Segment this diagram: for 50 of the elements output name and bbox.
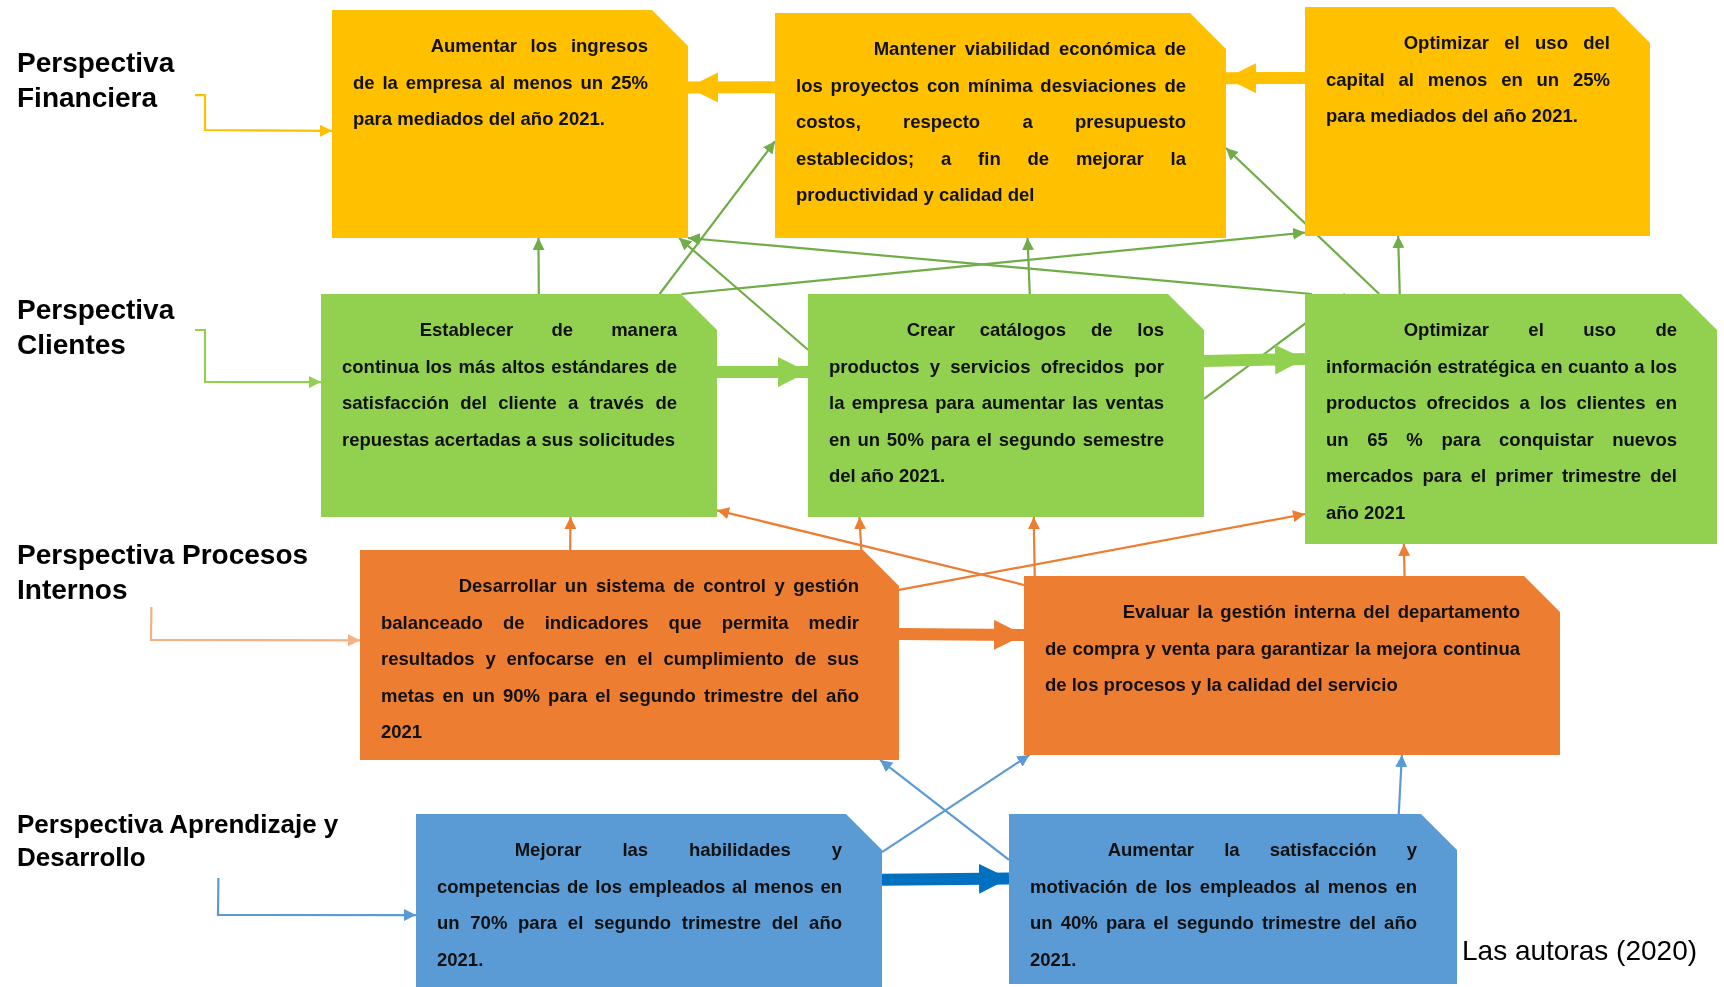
objective-text: Optimizar el uso de información estratégica en cuanto a los productos ofrecidos a los clientes en un 65 % para conquistar nuevos mercados para el primer trimestre del año 2021: [1326, 318, 1677, 525]
arrow: [879, 759, 1010, 861]
objective-text: Aumentar la satisfacción y motivación de los empleados al menos en un 40% para el segundo trimestre del año 2021.: [1030, 838, 1417, 972]
objective-card: [1024, 576, 1560, 755]
block-arrow: [1203, 344, 1306, 375]
objective-text: Establecer de manera continua los más altos estándares de satisfacción del cliente a través de repuestas acertadas a sus solicitudes: [342, 318, 677, 452]
objective-card: [332, 10, 688, 238]
arrow: [1225, 147, 1380, 295]
objective-card: [416, 814, 882, 987]
arrow: [1398, 543, 1411, 577]
arrow: [1027, 517, 1040, 576]
block-arrow: [898, 619, 1025, 650]
arrow: [195, 328, 321, 389]
block-arrow: [687, 72, 776, 103]
perspective-heading: Perspectiva Clientes: [17, 292, 195, 368]
objective-card: [1305, 294, 1717, 544]
arrow: [881, 754, 1030, 853]
objective-card: [1305, 7, 1650, 236]
block-arrow: [1225, 63, 1306, 94]
arrow: [658, 140, 776, 295]
objective-card: [808, 294, 1204, 517]
source-note: Las autoras (2020): [1462, 935, 1698, 967]
arrow: [216, 878, 416, 922]
arrow: [1392, 235, 1405, 295]
arrow: [678, 237, 809, 351]
objective-text: Crear catálogos de los productos y servicios ofrecidos por la empresa para aumentar las ventas en un 50% para el segundo semestre del año 2021.: [829, 318, 1164, 488]
objective-card: [360, 550, 899, 760]
arrow: [532, 238, 545, 294]
objective-text: Mejorar las habilidades y competencias de los empleados al menos en un 70% para el segundo trimestre del año 2021.: [437, 838, 842, 972]
arrow: [854, 516, 867, 551]
block-arrow: [881, 863, 1010, 894]
perspective-heading: Perspectiva Aprendizaje y Desarrollo: [17, 808, 397, 878]
arrow: [1022, 237, 1035, 295]
objective-text: Desarrollar un sistema de control y gestión balanceado de indicadores que permita medir resultados y enfocarse en el cumplimiento de sus metas en un 90% para el segundo trimestre del año 2021: [381, 574, 859, 744]
objective-card: [1009, 814, 1457, 984]
objective-text: Mantener viabilidad económica de los proyectos con mínima desviaciones de costos, respecto a presupuesto establecidos; a fin de mejorar la productividad y calidad del: [796, 37, 1186, 207]
objective-text: Optimizar el uso del capital al menos en un 25% para mediados del año 2021.: [1326, 31, 1610, 128]
arrow: [716, 507, 1025, 586]
objective-card: [321, 294, 717, 517]
perspective-heading: Perspectiva Financiera: [17, 45, 195, 121]
arrow: [1395, 754, 1408, 815]
objective-text: Aumentar los ingresos de la empresa al menos un 25% para mediados del año 2021.: [353, 34, 648, 131]
arrow: [149, 607, 360, 647]
objective-card: [775, 13, 1226, 238]
arrow: [898, 510, 1306, 591]
arrow: [564, 517, 577, 550]
perspective-heading: Perspectiva Procesos Internos: [17, 537, 337, 607]
arrow: [195, 93, 332, 137]
block-arrow: [717, 357, 808, 388]
objective-text: Evaluar la gestión interna del departamento de compra y venta para garantizar la mejora continua de los procesos y la calidad del servicio: [1045, 600, 1520, 697]
